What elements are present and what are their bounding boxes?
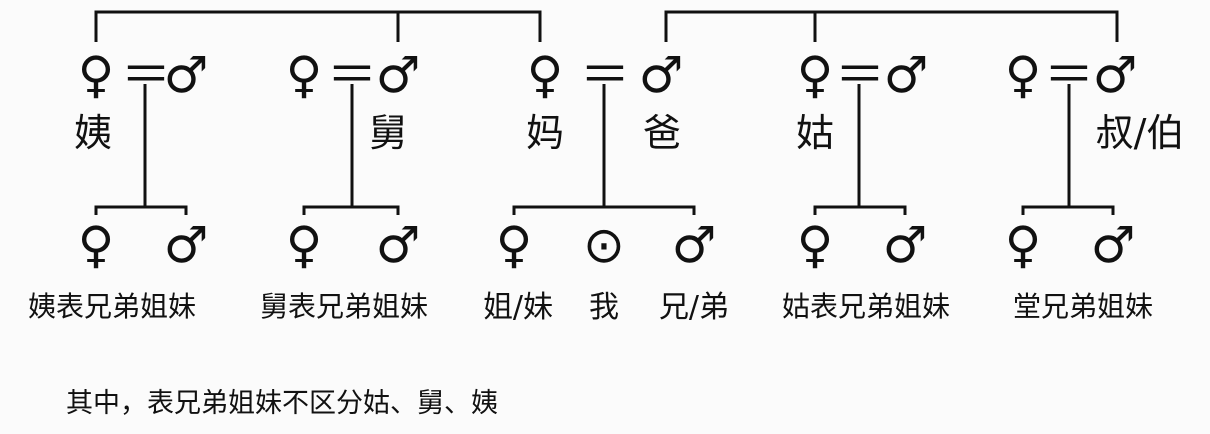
female-symbol-2: ♀ (286, 46, 323, 104)
descent-bracket-2 (302, 84, 400, 215)
label-cousins-maternal-uncle: 舅表兄弟姐妹 (260, 290, 428, 323)
child-male-symbol-1: ♂ (164, 216, 209, 274)
child-female-symbol-4: ♀ (797, 216, 834, 274)
label-father: 爸 (643, 111, 681, 155)
child-male-symbol-4: ♂ (883, 216, 928, 274)
label-sisters: 姐/妹 (483, 290, 553, 325)
child-male-symbol-3: ♂ (672, 216, 717, 274)
child-female-symbol-5: ♀ (1005, 216, 1042, 274)
male-symbol-2: ♂ (376, 46, 421, 104)
male-symbol-3: ♂ (639, 46, 684, 104)
male-symbol-5: ♂ (1093, 46, 1138, 104)
male-symbol-4: ♂ (884, 46, 929, 104)
child-female-symbol-3: ♀ (496, 216, 533, 274)
female-symbol-1: ♀ (78, 46, 115, 104)
child-male-symbol-5: ♂ (1091, 216, 1136, 274)
male-symbol-1: ♂ (164, 46, 209, 104)
child-female-symbol-2: ♀ (286, 216, 323, 274)
female-symbol-5: ♀ (1005, 46, 1042, 104)
label-uncle-maternal: 舅 (369, 111, 407, 155)
label-brothers: 兄/弟 (659, 290, 729, 325)
descent-bracket-4 (813, 84, 907, 215)
female-symbol-3: ♀ (527, 46, 564, 104)
footnote: 其中，表兄弟姐妹不区分姑、舅、姨 (66, 388, 498, 419)
child-male-symbol-2: ♂ (376, 216, 421, 274)
label-cousins-paternal-aunt: 姑表兄弟姐妹 (782, 290, 950, 323)
maternal-sibling-bracket (94, 10, 542, 42)
female-symbol-4: ♀ (797, 46, 834, 104)
descent-bracket-1 (94, 84, 188, 215)
label-mother: 妈 (526, 111, 564, 155)
label-cousins-maternal-aunt: 姨表兄弟姐妹 (28, 290, 196, 323)
descent-bracket-3 (512, 84, 696, 215)
paternal-sibling-bracket (664, 10, 1119, 42)
label-cousins-paternal-uncle: 堂兄弟姐妹 (1013, 290, 1153, 323)
label-uncle-paternal: 叔/伯 (1096, 111, 1185, 155)
self-symbol: ⊙ (583, 216, 625, 274)
child-female-symbol-1: ♀ (78, 216, 115, 274)
label-self: 我 (589, 290, 619, 325)
label-aunt-maternal: 姨 (74, 111, 112, 155)
label-aunt-paternal: 姑 (796, 111, 834, 155)
descent-bracket-5 (1021, 84, 1115, 215)
